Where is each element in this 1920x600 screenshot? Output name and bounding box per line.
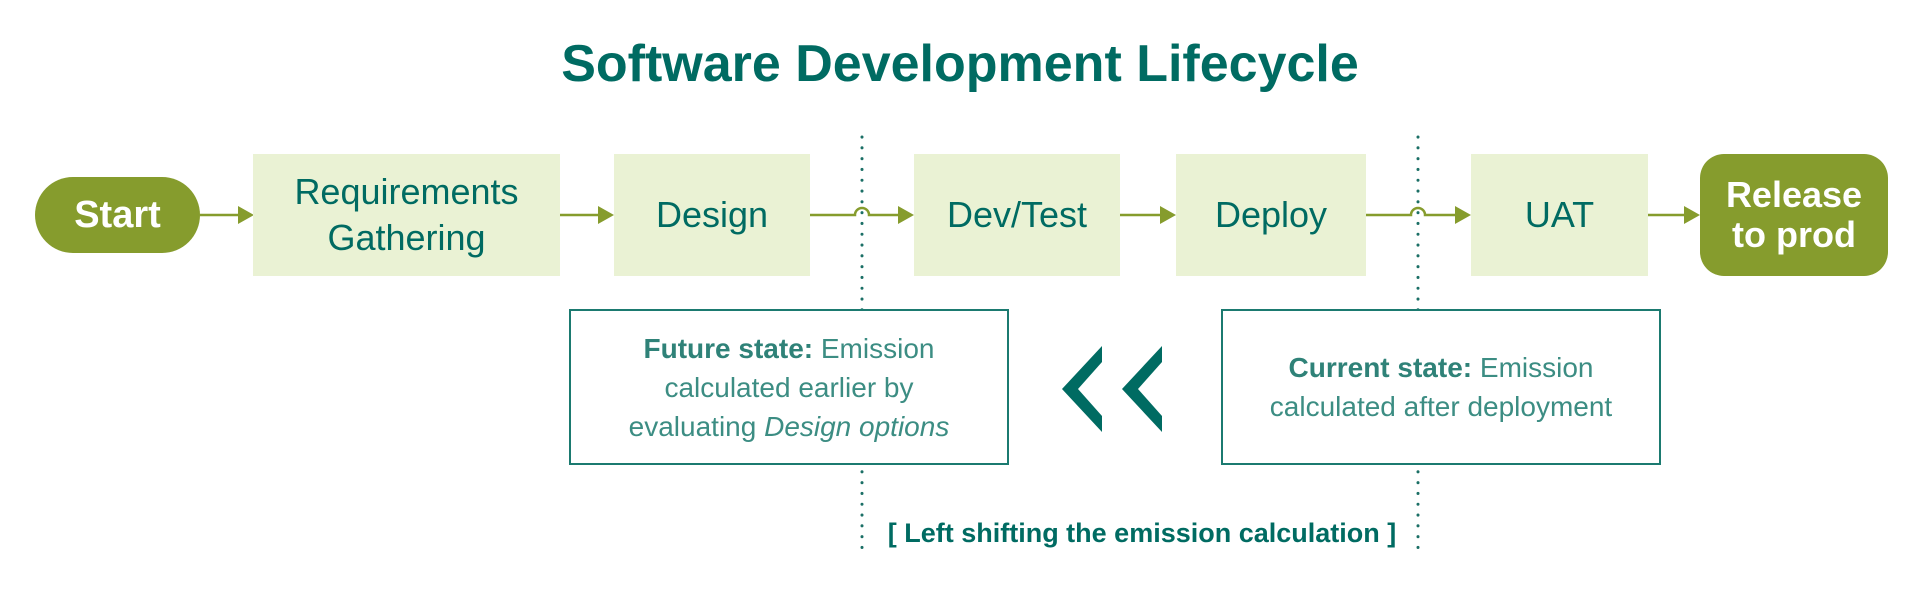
release-to-prod-node: Release to prod (1700, 154, 1888, 276)
step-label: Deploy (1214, 194, 1328, 235)
end-label: to prod (1732, 214, 1856, 255)
current-state-text: calculated after deployment (1269, 391, 1613, 422)
current-state-heading: Current state: (1288, 352, 1473, 383)
step-label: Gathering (327, 217, 486, 258)
step-dev-test: Dev/Test (914, 154, 1120, 276)
arrowhead-icon (598, 206, 614, 224)
connector-line-hop (1366, 206, 1455, 217)
future-state-emphasis: Design options (764, 410, 950, 442)
step-uat: UAT (1471, 154, 1648, 276)
future-state-heading: Future state: (643, 332, 814, 364)
future-state-box: Future state: Emission calculated earlie… (569, 309, 1009, 465)
arrowhead-icon (238, 206, 254, 224)
step-deploy: Deploy (1176, 154, 1366, 276)
diagram-title: Software Development Lifecycle (561, 35, 1359, 93)
start-node: Start (35, 177, 200, 253)
step-label: Requirements (294, 171, 519, 212)
connector-line-hop (810, 206, 898, 217)
step-label: UAT (1524, 194, 1595, 235)
step-requirements-gathering: Requirements Gathering (253, 154, 560, 276)
double-chevron-left-icon (1062, 346, 1162, 432)
arrowhead-icon (1684, 206, 1700, 224)
future-state-text: calculated earlier by (664, 371, 914, 403)
left-shift-caption: [ Left shifting the emission calculation… (887, 518, 1397, 548)
current-state-text: Emission (1472, 352, 1594, 383)
end-label: Release (1725, 174, 1863, 215)
arrowhead-icon (898, 206, 914, 224)
current-state-box: Current state: Emission calculated after… (1221, 309, 1661, 465)
arrowhead-icon (1455, 206, 1471, 224)
step-design: Design (614, 154, 810, 276)
arrowhead-icon (1160, 206, 1176, 224)
step-label: Dev/Test (946, 194, 1088, 235)
step-label: Design (655, 194, 769, 235)
future-state-text: evaluating (628, 410, 765, 442)
future-state-text: Emission (813, 332, 935, 364)
